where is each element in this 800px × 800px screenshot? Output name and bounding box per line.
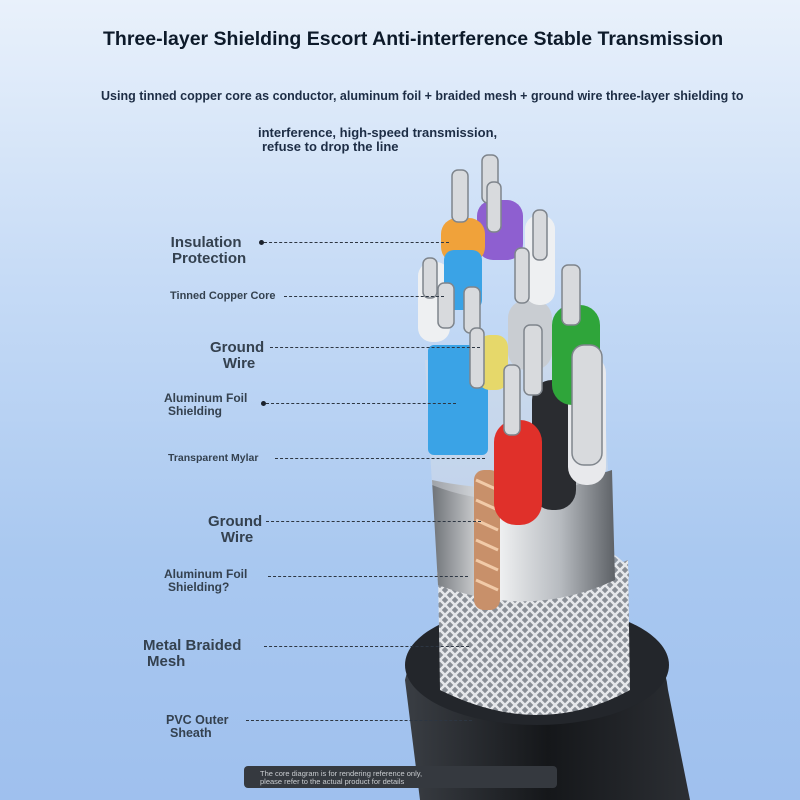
- copper-drain-wire: [474, 470, 500, 610]
- label-ground-wire-1: Ground Wire: [210, 339, 265, 372]
- leader-line: [266, 403, 456, 404]
- black-wire: [532, 380, 576, 510]
- leader-line: [264, 646, 469, 647]
- leader-line: [270, 347, 480, 348]
- label-metal-braided-mesh: Metal Braided Mesh: [143, 637, 242, 670]
- subtitle-line-b: refuse to drop the line: [262, 139, 399, 154]
- label-aluminum-foil-1: Aluminum Foil Shielding: [164, 391, 248, 418]
- leader-line: [268, 576, 468, 577]
- label-transparent-mylar: Transparent Mylar: [168, 452, 259, 464]
- leader-line: [275, 458, 485, 459]
- leader-dot: [259, 240, 264, 245]
- red-wire: [494, 420, 542, 525]
- label-tinned-copper-core: Tinned Copper Core: [170, 290, 276, 302]
- label-ground-wire-2: Ground Wire: [208, 513, 263, 546]
- page-title: Three-layer Shielding Escort Anti-interf…: [103, 28, 724, 50]
- label-pvc-outer-sheath: PVC Outer Sheath: [166, 713, 229, 740]
- label-insulation-protection: Insulation Protection: [170, 234, 247, 267]
- label-aluminum-foil-2: Aluminum Foil Shielding?: [164, 567, 248, 594]
- leader-line: [284, 296, 444, 297]
- subtitle: Using tinned copper core as conductor, a…: [101, 89, 744, 103]
- leader-dot: [261, 401, 266, 406]
- leader-line: [264, 242, 449, 243]
- subtitle-continued: interference, high-speed transmission, r…: [258, 126, 497, 154]
- disclaimer-note: The core diagram is for rendering refere…: [244, 766, 557, 788]
- leader-line: [266, 521, 481, 522]
- yellow-wire: [478, 335, 508, 390]
- subtitle-line-a: interference, high-speed transmission,: [258, 125, 498, 140]
- leader-line: [246, 720, 472, 721]
